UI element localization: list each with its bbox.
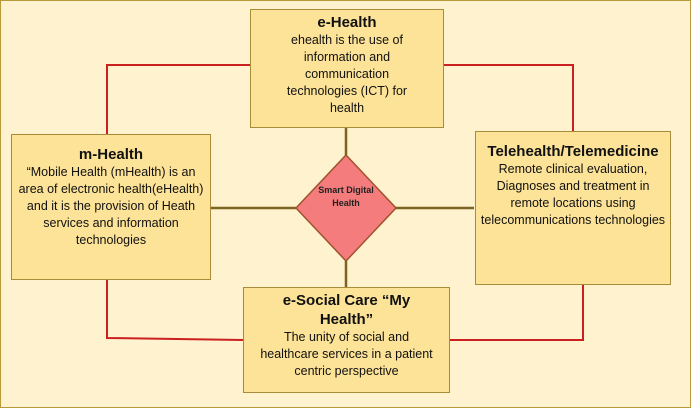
telehealth-title: Telehealth/Telemedicine <box>487 143 659 160</box>
link-mhealth-esocial <box>106 280 244 341</box>
telehealth-box: Telehealth/Telemedicine Remote clinical … <box>475 131 671 285</box>
link-ehealth-mhealth <box>106 64 250 134</box>
mhealth-box: m-Health “Mobile Health (mHealth) is an … <box>11 134 211 280</box>
center-label: Smart Digital Health <box>318 185 374 208</box>
telehealth-text: Remote clinical evaluation, Diagnoses an… <box>480 162 666 227</box>
ehealth-text: ehealth is the use of information and co… <box>286 33 408 115</box>
esocial-title: e-Social Care “My Health” <box>282 292 411 328</box>
ehealth-box: e-Health ehealth is the use of informati… <box>250 9 444 128</box>
smart-digital-health-diamond <box>294 153 398 263</box>
link-ehealth-telehealth <box>444 64 574 131</box>
mhealth-title: m-Health <box>78 146 144 163</box>
link-telehealth-esocial <box>450 285 584 341</box>
ehealth-title: e-Health <box>317 14 377 31</box>
esocial-box: e-Social Care “My Health” The unity of s… <box>243 287 450 393</box>
mhealth-text: “Mobile Health (mHealth) is an area of e… <box>18 165 204 247</box>
esocial-text: The unity of social and healthcare servi… <box>260 330 433 378</box>
